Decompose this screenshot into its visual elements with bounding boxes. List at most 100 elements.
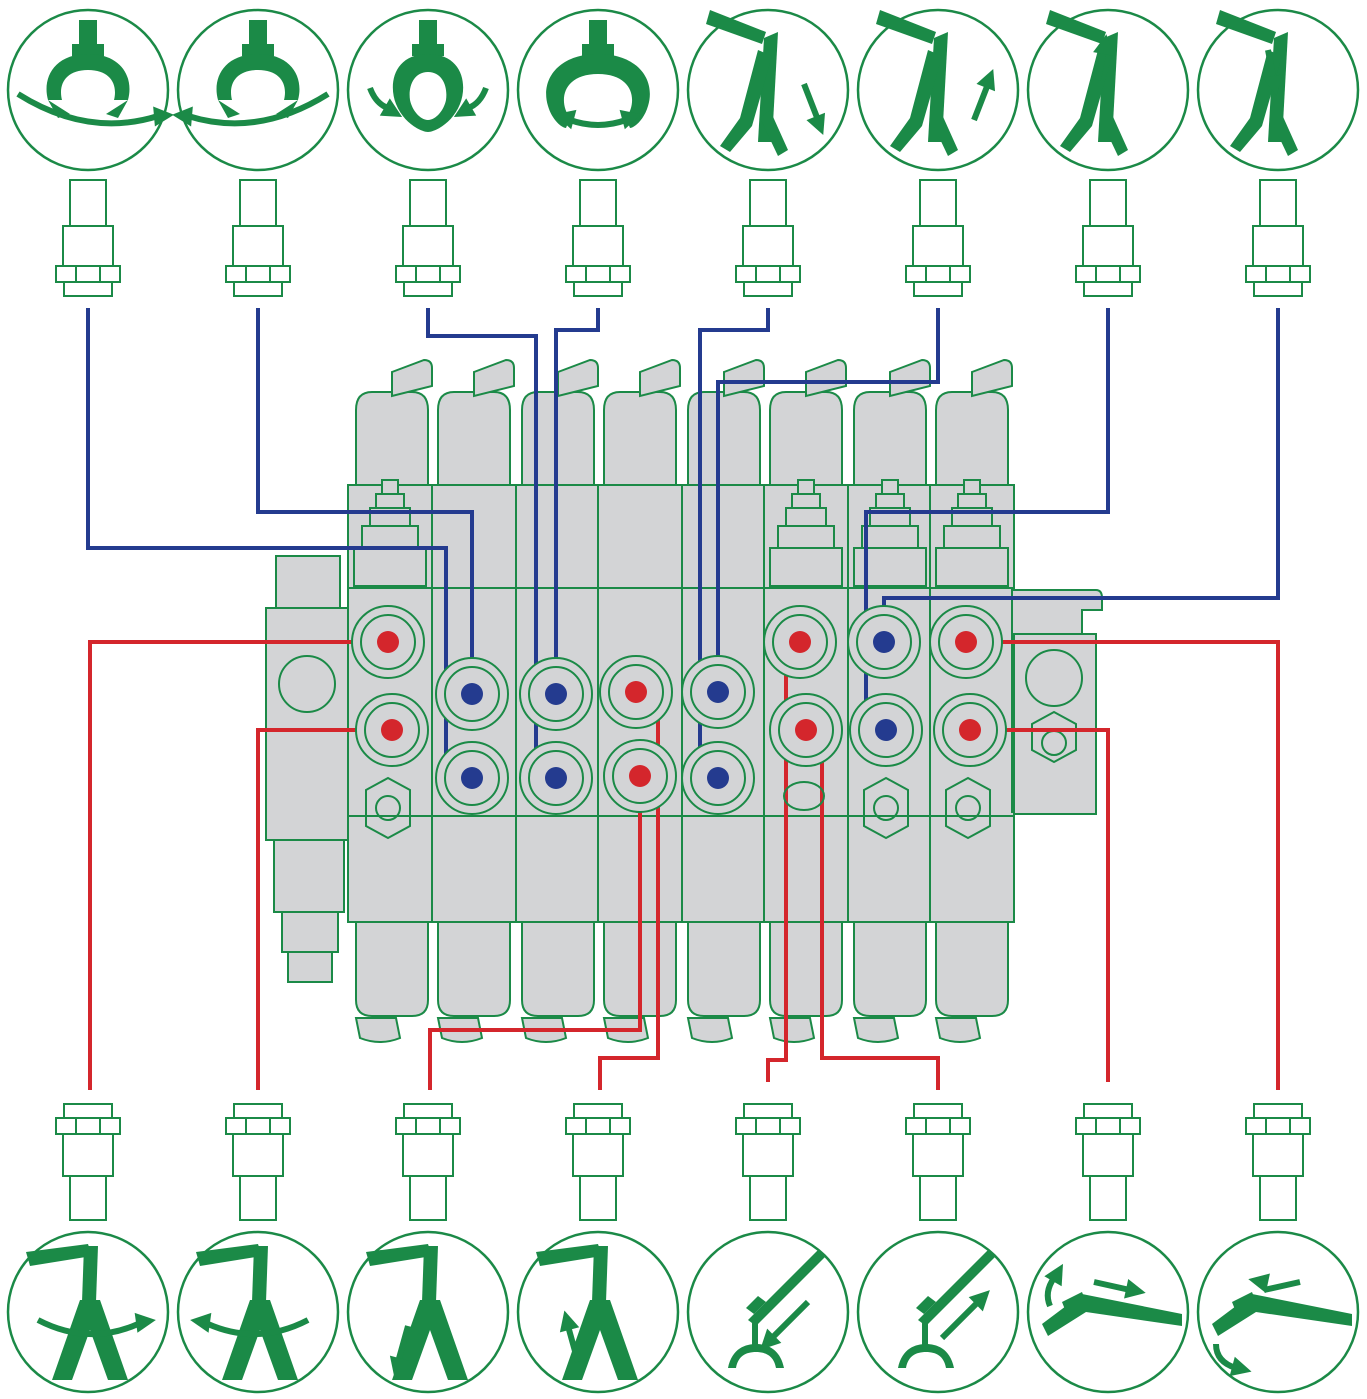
fitting-nut bbox=[233, 1103, 283, 1119]
fitting-stem bbox=[409, 1175, 447, 1221]
crane-arrow bbox=[565, 1325, 581, 1363]
arrow-head bbox=[1263, 74, 1283, 96]
valve-section-lower bbox=[681, 815, 767, 923]
fitting-hex bbox=[565, 265, 631, 283]
grapple-head bbox=[242, 44, 274, 56]
check-valve-center bbox=[873, 795, 899, 821]
spool-cap-top bbox=[437, 391, 511, 491]
fitting-nut bbox=[1083, 1103, 1133, 1119]
spool-lever-bottom bbox=[686, 1017, 734, 1043]
spool-lever-top bbox=[473, 358, 515, 398]
telescope-hook bbox=[752, 1320, 758, 1346]
fitting-body bbox=[232, 1133, 284, 1177]
spool-lever-top bbox=[971, 358, 1013, 398]
fitting-stem bbox=[69, 179, 107, 227]
telescope-arrow bbox=[769, 1299, 811, 1341]
fitting-nut bbox=[913, 1103, 963, 1119]
fitting-body bbox=[402, 1133, 454, 1177]
relief-valve-nut bbox=[375, 493, 405, 509]
check-valve-center bbox=[375, 795, 401, 821]
fitting-nut bbox=[1253, 281, 1303, 297]
port-ring-inner bbox=[938, 614, 994, 670]
arrow-head bbox=[559, 1310, 580, 1333]
fitting-nut bbox=[403, 281, 453, 297]
fitting-hex bbox=[395, 265, 461, 283]
end-cover-plug bbox=[1031, 710, 1077, 764]
fitting-body bbox=[912, 1133, 964, 1177]
boom-arm bbox=[706, 10, 766, 44]
relief-valve-mount bbox=[353, 547, 427, 587]
fitting-nut bbox=[573, 281, 623, 297]
fitting-hex bbox=[395, 1117, 461, 1135]
grapple-tips bbox=[48, 100, 128, 118]
slew-base bbox=[222, 1300, 298, 1380]
fitting-nut bbox=[573, 1103, 623, 1119]
port-ring-inner bbox=[858, 702, 914, 758]
boom-leg bbox=[890, 50, 942, 152]
fitting-nut bbox=[743, 1103, 793, 1119]
fitting-stem bbox=[1089, 179, 1127, 227]
spool-lever-bottom bbox=[934, 1017, 982, 1043]
arrow-head bbox=[1248, 1273, 1270, 1294]
fitting-stem bbox=[579, 1175, 617, 1221]
function-circle bbox=[346, 8, 510, 172]
relief-valve-body bbox=[785, 507, 827, 527]
fitting-body bbox=[912, 225, 964, 267]
port-ring-inner bbox=[690, 750, 746, 806]
grapple-rotator bbox=[79, 20, 97, 46]
relief-valve-base bbox=[861, 525, 919, 549]
slew-boom bbox=[536, 1244, 602, 1266]
spool-cap-bottom bbox=[769, 919, 843, 1017]
grapple-open-icon bbox=[516, 8, 680, 297]
slew-boom bbox=[26, 1244, 92, 1266]
grapple-rotator bbox=[419, 20, 437, 46]
arrow-head bbox=[968, 1290, 990, 1312]
spool-lever-top bbox=[639, 358, 681, 398]
boom-leg bbox=[1230, 50, 1282, 152]
arrow-head bbox=[190, 1312, 212, 1333]
arrow-head bbox=[379, 98, 403, 117]
port-ring-inner bbox=[942, 702, 998, 758]
grapple-tips bbox=[218, 100, 298, 118]
end-cover-body bbox=[1013, 633, 1097, 815]
relief-valve-cap bbox=[797, 479, 815, 495]
boom-raise-icon bbox=[856, 8, 1020, 297]
plug-oval bbox=[783, 781, 825, 811]
crane-arrow bbox=[395, 1325, 411, 1363]
extension-arrow bbox=[1263, 1279, 1301, 1293]
port-ring-inner bbox=[528, 666, 584, 722]
spool-lever-top bbox=[889, 358, 931, 398]
fitting-nut bbox=[63, 281, 113, 297]
check-valve-plug bbox=[365, 776, 411, 840]
relief-valve-cap bbox=[381, 479, 399, 495]
blue-port-dot bbox=[545, 767, 567, 789]
fitting-nut bbox=[1253, 1103, 1303, 1119]
check-valve-center bbox=[955, 795, 981, 821]
red-port-dot bbox=[377, 631, 399, 653]
valve-section-upper bbox=[597, 484, 683, 591]
red-port-dot bbox=[795, 719, 817, 741]
grapple-head bbox=[412, 44, 444, 56]
red-hose-8 bbox=[966, 640, 1280, 1090]
boom-lower-icon bbox=[686, 8, 850, 297]
arrow-head bbox=[134, 1312, 156, 1333]
red-hose-1 bbox=[88, 640, 388, 1090]
spool-lever-top bbox=[557, 358, 599, 398]
stick-arrow bbox=[1095, 49, 1107, 81]
fitting-nut bbox=[1083, 281, 1133, 297]
slew-mast bbox=[82, 1246, 98, 1302]
blue-hose-6 bbox=[716, 308, 940, 692]
arrow-head bbox=[554, 109, 577, 130]
fitting-body bbox=[572, 225, 624, 267]
arrow-head bbox=[1093, 34, 1113, 56]
relief-valve-cap bbox=[963, 479, 981, 495]
valve-section-upper bbox=[681, 484, 767, 591]
red-port-dot bbox=[625, 681, 647, 703]
fitting-hex bbox=[735, 265, 801, 283]
spool-cap-bottom bbox=[853, 919, 927, 1017]
arrow-head bbox=[1229, 1356, 1252, 1377]
grapple-tines bbox=[546, 54, 650, 128]
fitting-hex bbox=[1245, 1117, 1311, 1135]
inlet-relief-stem bbox=[281, 911, 339, 953]
